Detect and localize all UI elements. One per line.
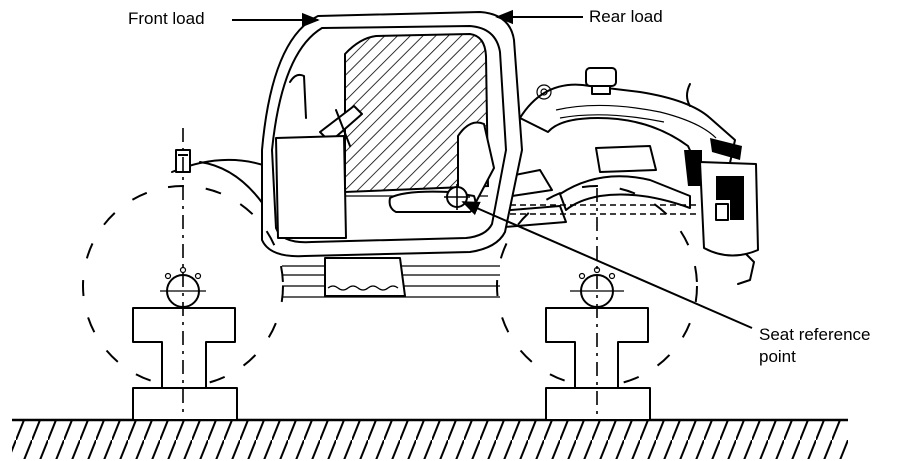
rear-load-label: Rear load (589, 7, 663, 26)
rear-axle-stand (545, 307, 651, 421)
seat-reference-label-line2: point (759, 347, 796, 366)
cab (261, 11, 523, 258)
front-load-label: Front load (128, 9, 205, 28)
ground (12, 418, 848, 459)
seat-reference-label-line1: Seat reference (759, 325, 871, 344)
front-axle-stand (132, 307, 238, 421)
seat-reference-leader (461, 201, 753, 329)
